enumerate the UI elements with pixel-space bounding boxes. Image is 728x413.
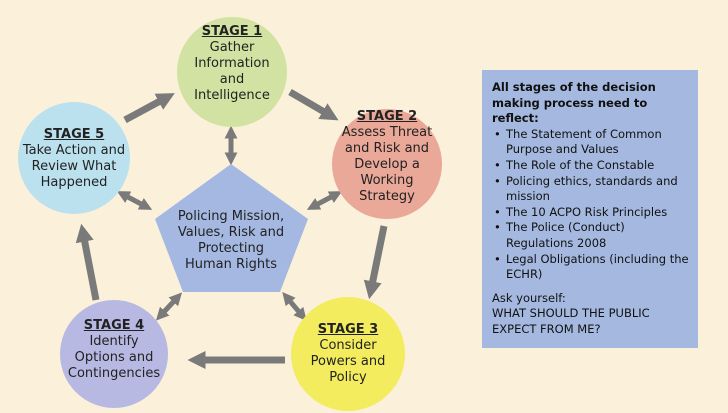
arrow-stage1-to-stage2 xyxy=(288,88,339,121)
stage4-text: STAGE 4 Identify Options and Contingenci… xyxy=(62,318,166,382)
ask-yourself-question: WHAT SHOULD THE PUBLIC EXPECT FROM ME? xyxy=(492,306,650,336)
arrow-center-stage5 xyxy=(116,191,153,210)
stage3-description: Consider Powers and Policy xyxy=(310,338,386,385)
ask-yourself-label: Ask yourself: xyxy=(492,290,566,305)
stage4-circle xyxy=(60,300,168,408)
reflection-item: Legal Obligations (including the ECHR) xyxy=(492,252,690,283)
reflection-item: The 10 ACPO Risk Principles xyxy=(492,205,690,221)
stage1-text: STAGE 1 Gather Information and Intellige… xyxy=(182,24,282,104)
stage1-description: Gather Information and Intelligence xyxy=(194,40,270,103)
arrow-center-stage4 xyxy=(155,292,183,321)
reflection-item: Policing ethics, standards and mission xyxy=(492,174,690,205)
stage1-heading: STAGE 1 xyxy=(201,24,263,39)
stage2-circle xyxy=(332,109,442,219)
stage4-description: Identify Options and Contingencies xyxy=(67,334,161,381)
arrow-center-stage2 xyxy=(306,191,343,210)
arrow-stage4-to-stage5 xyxy=(75,223,100,301)
stage2-text: STAGE 2 Assess Threat and Risk and Devel… xyxy=(334,109,440,205)
stage5-text: STAGE 5 Take Action and Review What Happ… xyxy=(20,127,128,191)
stage3-circle xyxy=(291,297,405,411)
stage5-circle xyxy=(18,102,130,214)
stage3-heading: STAGE 3 xyxy=(317,322,379,337)
arrow-stage5-to-stage1 xyxy=(123,93,175,124)
stage4-heading: STAGE 4 xyxy=(83,318,145,333)
arrow-stage2-to-stage3 xyxy=(363,225,388,300)
reflection-box-title: All stages of the decision making proces… xyxy=(492,80,656,126)
stage2-heading: STAGE 2 xyxy=(356,109,418,124)
stage2-description: Assess Threat and Risk and Develop a Wor… xyxy=(341,125,433,204)
reflection-list: The Statement of Common Purpose and Valu… xyxy=(492,127,690,283)
reflection-box: All stages of the decision making proces… xyxy=(482,70,698,348)
center-pentagon xyxy=(155,164,308,292)
reflection-item: The Statement of Common Purpose and Valu… xyxy=(492,127,690,158)
stage3-text: STAGE 3 Consider Powers and Policy xyxy=(298,322,398,386)
center-text: Policing Mission, Values, Risk and Prote… xyxy=(177,209,285,272)
stage5-heading: STAGE 5 xyxy=(43,127,105,142)
stage1-circle xyxy=(177,17,287,127)
reflection-item: The Role of the Constable xyxy=(492,158,690,174)
arrow-center-stage3 xyxy=(282,292,307,321)
stage5-description: Take Action and Review What Happened xyxy=(22,143,126,190)
reflection-item: The Police (Conduct) Regulations 2008 xyxy=(492,220,690,251)
